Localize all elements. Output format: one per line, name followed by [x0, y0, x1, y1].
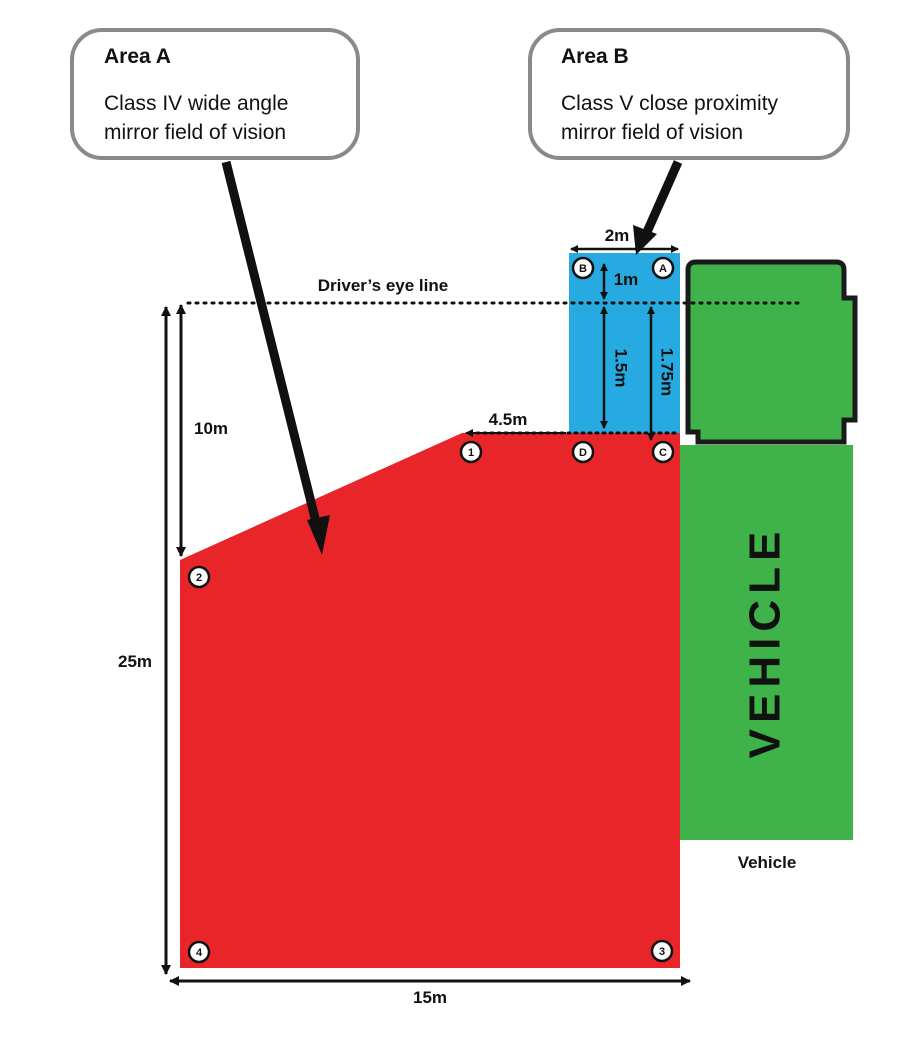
dim-label-1-5m: 1.5m: [612, 349, 631, 388]
area-a-region: [180, 433, 680, 968]
callout-area-a-line2: mirror field of vision: [104, 121, 286, 144]
callout-area-b-pointer-head: [633, 225, 657, 255]
vehicle-big-label: VEHICLE: [741, 526, 790, 759]
callout-area-a-title: Area A: [104, 45, 171, 68]
callout-area-a-pointer-head: [307, 515, 330, 555]
svg-text:A: A: [659, 263, 667, 275]
svg-text:2: 2: [196, 572, 202, 584]
callout-area-b-title: Area B: [561, 45, 629, 68]
dim-label-1-75m: 1.75m: [658, 348, 677, 396]
dim-label-25m: 25m: [118, 652, 152, 671]
point-marker-1: 1: [459, 440, 483, 464]
svg-text:4: 4: [196, 947, 203, 959]
point-marker-c: C: [651, 440, 675, 464]
callout-area-a: [70, 28, 360, 160]
callout-area-b: [528, 28, 850, 160]
svg-text:3: 3: [659, 946, 665, 958]
point-marker-d: D: [571, 440, 595, 464]
callout-area-b-line1: Class V close proximity: [561, 92, 779, 115]
eye-line-label: Driver’s eye line: [318, 276, 448, 295]
callout-area-a-pointer: [221, 160, 323, 532]
svg-text:1: 1: [468, 447, 474, 459]
point-marker-b: B: [571, 256, 595, 280]
point-marker-4: 4: [187, 940, 211, 964]
callout-area-b-pointer: [642, 160, 683, 234]
area-b-region: [569, 253, 680, 433]
svg-text:D: D: [579, 447, 587, 459]
point-marker-3: 3: [650, 939, 674, 963]
svg-text:B: B: [579, 263, 587, 275]
dim-label-1m: 1m: [614, 270, 639, 289]
callout-area-b-line2: mirror field of vision: [561, 121, 743, 144]
point-marker-a: A: [651, 256, 675, 280]
vehicle-caption: Vehicle: [738, 853, 797, 872]
dim-label-2m: 2m: [605, 226, 630, 245]
svg-text:C: C: [659, 447, 667, 459]
dim-label-10m: 10m: [194, 419, 228, 438]
point-marker-2: 2: [187, 565, 211, 589]
dim-label-4-5m: 4.5m: [489, 410, 528, 429]
vehicle-cab: [685, 259, 858, 445]
callout-area-a-line1: Class IV wide angle: [104, 92, 288, 115]
vehicle-body: [680, 445, 853, 840]
dim-label-15m: 15m: [413, 988, 447, 1007]
